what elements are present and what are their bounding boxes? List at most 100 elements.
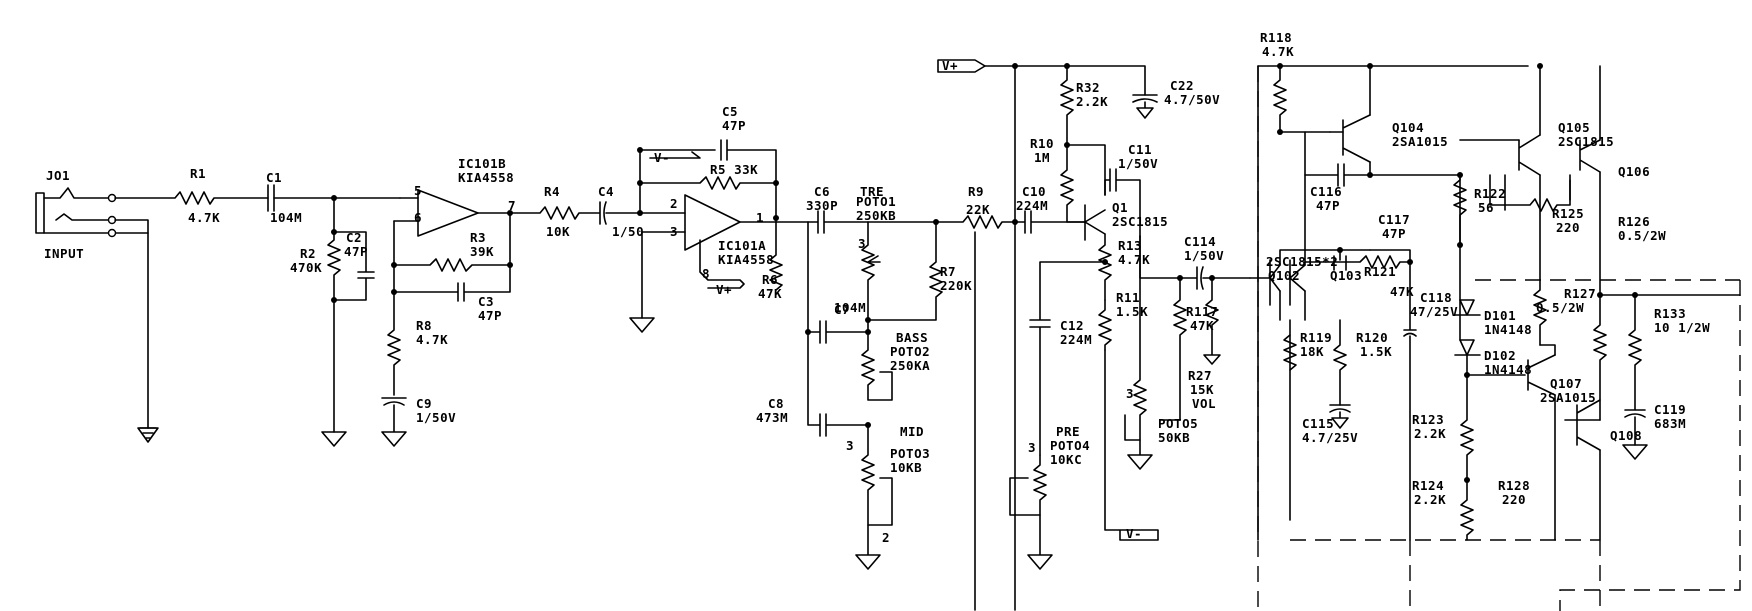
label-c7-value: 104M xyxy=(834,300,866,315)
label-c4-value: 1/50 xyxy=(612,224,644,239)
label-c114-value: 1/50V xyxy=(1184,248,1224,263)
power-amp-stage xyxy=(1249,63,1741,541)
label-c116-value: 47P xyxy=(1316,198,1340,213)
label-q102-name: Q102 xyxy=(1268,268,1300,283)
label-r2-name: R2 xyxy=(300,246,316,261)
label-r117-value: 47K xyxy=(1190,318,1214,333)
component-labels: JO1 INPUT R1 4.7K C1 104M R2 470K C2 47P… xyxy=(44,30,1710,545)
label-r125-name: R125 xyxy=(1552,206,1584,221)
label-r4-name: R4 xyxy=(544,184,560,199)
label-c11-value: 1/50V xyxy=(1118,156,1158,171)
label-c2-name: C2 xyxy=(346,230,362,245)
label-v-minus-bottom: V- xyxy=(1126,526,1142,541)
label-c12-name: C12 xyxy=(1060,318,1084,333)
v-minus-bottom-rail xyxy=(1104,349,1159,541)
label-c4-name: C4 xyxy=(598,184,614,199)
label-r11-value: 1.5K xyxy=(1116,304,1148,319)
label-pot03-value: 10KB xyxy=(890,460,922,475)
label-jo1: JO1 xyxy=(46,168,70,183)
label-c117-value: 47P xyxy=(1382,226,1406,241)
label-c22-name: C22 xyxy=(1170,78,1194,93)
label-r123-name: R123 xyxy=(1412,412,1444,427)
label-c115-value: 4.7/25V xyxy=(1302,430,1358,445)
label-c3-name: C3 xyxy=(478,294,494,309)
label-r121-value: 47K xyxy=(1390,284,1414,299)
label-pot02-name: POTO2 xyxy=(890,344,930,359)
label-pot03-pin2: 2 xyxy=(882,530,890,545)
volume-section xyxy=(1139,235,1251,421)
label-pot01-pin3: 3 xyxy=(858,236,866,251)
label-r7-value: 220K xyxy=(940,278,972,293)
r4-c4-path xyxy=(509,201,643,225)
label-pin8: 8 xyxy=(702,266,710,281)
label-c5-name: C5 xyxy=(722,104,738,119)
label-r27-name: R27 xyxy=(1188,368,1212,383)
label-q108-name: Q108 xyxy=(1610,428,1642,443)
label-r13-name: R13 xyxy=(1118,238,1142,253)
label-r117-name: R117 xyxy=(1186,304,1218,319)
label-c118-value: 47/25V xyxy=(1410,304,1458,319)
label-c6-value: 330P xyxy=(806,198,838,213)
label-c7-name: C7 xyxy=(834,302,850,317)
label-r7-name: R7 xyxy=(940,264,956,279)
label-r1-name: R1 xyxy=(190,166,206,181)
label-d101-name: D101 xyxy=(1484,308,1516,323)
label-r6-name: R6 xyxy=(762,272,778,287)
label-q103-name: Q103 xyxy=(1330,268,1362,283)
label-c115-name: C115 xyxy=(1302,416,1334,431)
label-ic101a-name: IC101A xyxy=(718,238,766,253)
label-c119-value: 683M xyxy=(1654,416,1686,431)
label-c117-name: C117 xyxy=(1378,212,1410,227)
label-q105-name: Q105 xyxy=(1558,120,1590,135)
label-r3-name: R3 xyxy=(470,230,486,245)
label-ic101b-name: IC101B xyxy=(458,156,506,171)
label-r125-value: 220 xyxy=(1556,220,1580,235)
label-d101-part: 1N4148 xyxy=(1484,322,1532,337)
label-c9-name: C9 xyxy=(416,396,432,411)
label-pre: PRE xyxy=(1056,424,1080,439)
label-r120-name: R120 xyxy=(1356,330,1388,345)
label-pot01-tre: TRE xyxy=(860,184,884,199)
label-r119-name: R119 xyxy=(1300,330,1332,345)
label-r124-value: 2.2K xyxy=(1414,492,1446,507)
label-r11-name: R11 xyxy=(1116,290,1140,305)
label-pot04-name: POTO4 xyxy=(1050,438,1090,453)
label-q1-part: 2SC1815 xyxy=(1112,214,1168,229)
label-c2-value: 47P xyxy=(344,244,368,259)
label-r27-value: 15K xyxy=(1190,382,1214,397)
label-r128-name: R128 xyxy=(1498,478,1530,493)
label-r122-name: R122 xyxy=(1474,186,1506,201)
label-c8-value: 473M xyxy=(756,410,788,425)
label-c3-value: 47P xyxy=(478,308,502,323)
label-r8-name: R8 xyxy=(416,318,432,333)
label-r32-name: R32 xyxy=(1076,80,1100,95)
r1-c1-input-path xyxy=(114,184,401,447)
label-pot03-name: POTO3 xyxy=(890,446,930,461)
label-r119-value: 18K xyxy=(1300,344,1324,359)
label-q104-part: 2SA1015 xyxy=(1392,134,1448,149)
label-c6-name: C6 xyxy=(814,184,830,199)
preamp-q1-stage xyxy=(935,59,1158,611)
label-r10-value: 1M xyxy=(1034,150,1050,165)
label-c1-name: C1 xyxy=(266,170,282,185)
label-c10-name: C10 xyxy=(1022,184,1046,199)
label-pin1: 1 xyxy=(756,210,764,225)
label-c5-value: 47P xyxy=(722,118,746,133)
label-r1-value: 4.7K xyxy=(188,210,220,225)
label-r4-value: 10K xyxy=(546,224,570,239)
label-r133-name: R133 xyxy=(1654,306,1686,321)
label-q102-part: 2SC1815*2 xyxy=(1266,254,1338,269)
label-bass: BASS xyxy=(896,330,928,345)
ic101a-opamp xyxy=(629,139,809,333)
label-r127-name: R127 xyxy=(1564,286,1596,301)
input-jack-jo1 xyxy=(35,187,159,443)
label-input: INPUT xyxy=(44,246,84,261)
label-r133-value: 10 1/2W xyxy=(1654,320,1710,335)
label-pin2: 2 xyxy=(670,196,678,211)
label-pot04-value: 10KC xyxy=(1050,452,1082,467)
label-r120-value: 1.5K xyxy=(1360,344,1392,359)
label-pot05-value: 50KB xyxy=(1158,430,1190,445)
ic101b-opamp xyxy=(381,189,513,447)
label-r5: R5 33K xyxy=(710,162,758,177)
label-pin7: 7 xyxy=(508,198,516,213)
